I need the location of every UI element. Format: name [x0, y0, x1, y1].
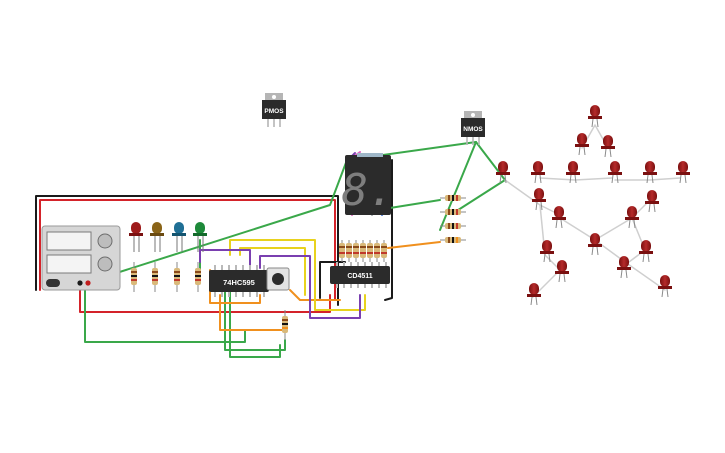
pushbutton-resistor[interactable] [282, 310, 288, 340]
star-led-array [496, 105, 690, 306]
seven-segment-display[interactable]: 8. [342, 153, 395, 216]
star-led[interactable] [645, 190, 659, 213]
pmos-transistor[interactable]: PMOS [262, 93, 286, 127]
wire-green-long-1[interactable] [84, 141, 477, 284]
star-led[interactable] [639, 240, 653, 263]
star-led[interactable] [608, 161, 622, 184]
resistor-3[interactable] [174, 262, 180, 292]
nmos-resistor-4[interactable] [440, 237, 466, 243]
wire-yellow-1[interactable] [229, 239, 366, 311]
decoder-label: CD4511 [347, 273, 372, 280]
power-supply[interactable] [41, 225, 121, 291]
wire-red-return[interactable] [79, 282, 331, 313]
star-led[interactable] [588, 233, 602, 256]
shift-register-label: 74HC595 [223, 278, 255, 287]
supply-knob-current[interactable] [97, 256, 113, 272]
star-led[interactable] [527, 283, 541, 306]
nmos-label: NMOS [463, 126, 483, 133]
wire-yellow-2[interactable] [239, 247, 306, 296]
led-brown[interactable] [150, 222, 164, 252]
wire-green-bottom[interactable] [224, 274, 286, 351]
wire-orange-3[interactable] [289, 289, 341, 301]
status-leds [129, 222, 207, 252]
pushbutton[interactable] [266, 267, 290, 291]
supply-display-voltage [46, 231, 92, 251]
wire-purple-2[interactable] [259, 255, 361, 319]
nmos-resistors [440, 195, 466, 243]
pmos-label: PMOS [264, 108, 284, 115]
star-led[interactable] [540, 240, 554, 263]
star-led[interactable] [617, 256, 631, 279]
star-led[interactable] [531, 161, 545, 184]
segment-resistors[interactable] [339, 240, 387, 262]
star-led[interactable] [658, 275, 672, 298]
decoder-cd4511[interactable]: CD4511 [330, 262, 390, 288]
supply-knob-voltage[interactable] [97, 233, 113, 249]
wire-star-trace[interactable] [504, 124, 681, 298]
wire-green-star-1[interactable] [439, 141, 477, 231]
star-led[interactable] [588, 105, 602, 128]
star-led[interactable] [532, 188, 546, 211]
star-led[interactable] [676, 161, 690, 184]
star-led[interactable] [566, 161, 580, 184]
led-green[interactable] [193, 222, 207, 252]
resistor-1[interactable] [131, 262, 137, 292]
wire-orange-seg[interactable] [387, 241, 441, 249]
resistor-4[interactable] [195, 262, 201, 292]
supply-terminal-negative[interactable] [77, 280, 83, 286]
wire-black-ground[interactable] [35, 195, 339, 306]
wire-black-right[interactable] [384, 159, 393, 301]
led-red[interactable] [129, 222, 143, 252]
wire-green-bottom-2[interactable] [229, 274, 281, 358]
supply-power-switch[interactable] [46, 279, 60, 287]
wire-green-long-2[interactable] [84, 282, 246, 343]
star-led[interactable] [575, 133, 589, 156]
star-led[interactable] [555, 260, 569, 283]
star-led[interactable] [643, 161, 657, 184]
star-led[interactable] [496, 161, 510, 184]
star-led[interactable] [625, 206, 639, 229]
nmos-resistor-2[interactable] [440, 209, 466, 215]
nmos-transistor[interactable]: NMOS [461, 111, 485, 145]
resistor-2[interactable] [152, 262, 158, 292]
supply-display-current [46, 254, 92, 274]
wire-purple-1[interactable] [199, 249, 251, 269]
seven-segment-digit: 8. [342, 165, 395, 216]
nmos-resistor-3[interactable] [440, 223, 466, 229]
led-resistors [131, 262, 201, 292]
star-led[interactable] [552, 206, 566, 229]
led-blue[interactable] [172, 222, 186, 252]
shift-register-74hc595[interactable]: 74HC595 [209, 265, 269, 297]
supply-terminal-positive[interactable] [85, 280, 91, 286]
wire-green-star-3[interactable] [454, 179, 506, 213]
wire-green-seg[interactable] [389, 199, 441, 209]
nmos-resistor-1[interactable] [440, 195, 466, 201]
star-led[interactable] [601, 135, 615, 158]
